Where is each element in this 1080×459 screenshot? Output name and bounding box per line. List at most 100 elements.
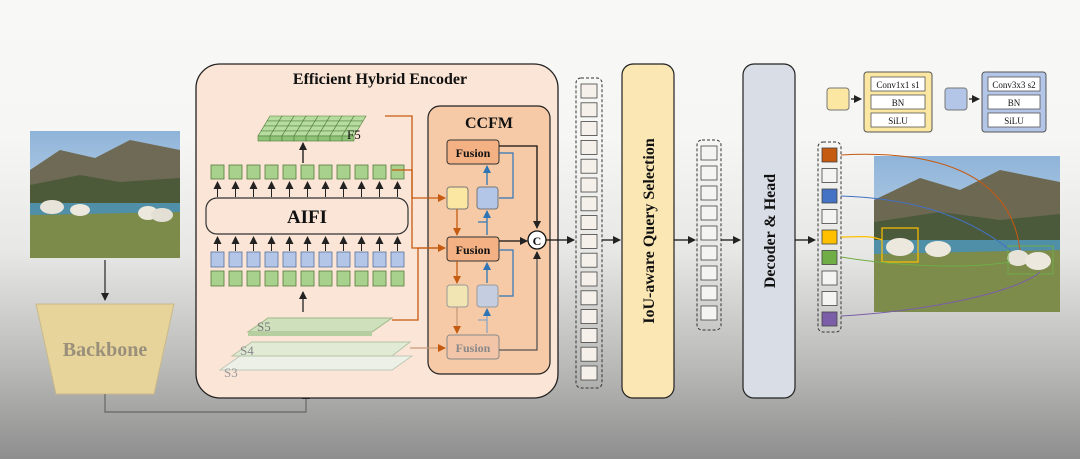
query-selection-block [621, 63, 675, 399]
sequence-cell [580, 271, 598, 287]
token [246, 270, 261, 287]
legend-yellow-line1: Conv1x1 s1 [876, 80, 919, 90]
token [210, 164, 225, 180]
encoder-output-sequence [575, 77, 603, 389]
output-cell [821, 209, 838, 224]
token [390, 270, 405, 287]
token [264, 251, 279, 268]
svg-text:Fusion: Fusion [456, 243, 491, 257]
conv3x3-block-upper [476, 186, 499, 210]
legend-blue-swatch [944, 87, 968, 111]
legend-blue-line3: SiLU [1004, 116, 1024, 126]
sequence-cell [580, 327, 598, 343]
token [264, 270, 279, 287]
s5-to-fusion-arrow [392, 244, 446, 321]
query-cell [700, 145, 718, 161]
token [300, 270, 315, 287]
flattened-s5-tokens [210, 270, 405, 287]
sequence-cell [580, 158, 598, 174]
output-cell [821, 250, 838, 265]
token [246, 251, 261, 268]
sequence-cell [580, 121, 598, 136]
svg-text:Fusion: Fusion [456, 146, 491, 160]
output-cell [821, 270, 838, 286]
aifi-label: AIFI [287, 207, 327, 228]
legend-blue-line2: BN [1008, 98, 1021, 108]
f5-to-ccfm-arrow [385, 115, 446, 202]
sequence-cell [580, 346, 598, 362]
token [282, 251, 297, 268]
token [372, 164, 387, 180]
query-cell [700, 265, 718, 281]
token [318, 164, 333, 180]
query-cell [700, 285, 718, 301]
token [210, 270, 225, 287]
token [210, 251, 225, 268]
legend-yellow-line3: SiLU [888, 116, 908, 126]
conv1x1-block-lower [446, 284, 469, 308]
legend-yellow-swatch [826, 87, 850, 111]
f5-label: F5 [347, 127, 361, 142]
query-cell [700, 205, 718, 221]
sequence-cell [580, 196, 598, 212]
backbone-label: Backbone [63, 339, 148, 361]
svg-text:Fusion: Fusion [456, 341, 491, 355]
sequence-cell [580, 309, 598, 325]
legend-yellow-line2: BN [892, 98, 905, 108]
output-cell [821, 311, 838, 327]
concat-label: C [533, 234, 542, 248]
token [246, 164, 261, 180]
s5-label: S5 [257, 319, 271, 334]
token [336, 164, 351, 180]
output-cell [821, 168, 838, 183]
token [336, 270, 351, 287]
sequence-cell [580, 233, 598, 249]
output-image [874, 156, 1060, 312]
multiscale-feature-stack [218, 317, 414, 371]
sequence-cell [580, 139, 598, 155]
aifi-output-tokens [210, 164, 405, 180]
decoder-head-block [742, 63, 796, 399]
token [228, 251, 243, 268]
token [336, 251, 351, 268]
sequence-cell [580, 177, 598, 193]
token [390, 251, 405, 268]
token [372, 251, 387, 268]
sequence-cell [580, 252, 598, 268]
backbone-block [35, 303, 175, 395]
selected-queries [696, 139, 722, 331]
ccfm-label: CCFM [465, 115, 513, 132]
decoder-head-label: Decoder & Head [762, 174, 779, 288]
token [354, 251, 369, 268]
token [300, 251, 315, 268]
token [318, 251, 333, 268]
token [318, 270, 333, 287]
input-image [30, 131, 180, 258]
output-cell [821, 229, 838, 245]
sequence-cell [580, 365, 598, 381]
f5-feature-grid [257, 115, 367, 142]
token [228, 164, 243, 180]
query-cell [700, 225, 718, 241]
legend-blue-line1: Conv3x3 s2 [992, 80, 1035, 90]
conv1x1-block-upper [446, 186, 469, 210]
token [354, 164, 369, 180]
sequence-cell [580, 83, 598, 99]
fusion-block-top [446, 139, 500, 165]
output-cell [821, 188, 838, 204]
encoder-title: Efficient Hybrid Encoder [293, 71, 467, 88]
token [264, 164, 279, 180]
query-cell [700, 305, 718, 321]
output-cell [821, 147, 838, 163]
token [282, 164, 297, 180]
query-cell [700, 245, 718, 261]
query-cell [700, 165, 718, 181]
output-cell [821, 291, 838, 306]
token [228, 270, 243, 287]
sequence-cell [580, 215, 598, 231]
fusion-block-middle [446, 236, 500, 262]
token [354, 270, 369, 287]
s4-label: S4 [240, 343, 254, 358]
fusion-block-bottom [446, 334, 500, 360]
